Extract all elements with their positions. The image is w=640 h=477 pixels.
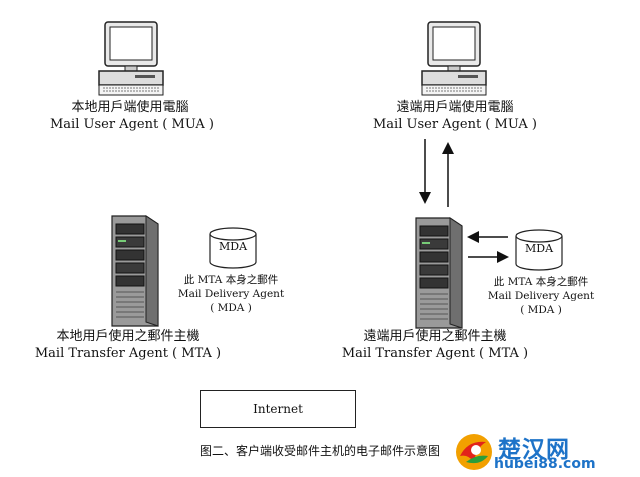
remote-mua-line2: Mail User Agent ( MUA ) xyxy=(373,117,537,132)
remote-mua-label: 遠端用戶端使用電腦 Mail User Agent ( MUA ) xyxy=(360,99,550,133)
local-mda-disk: MDA xyxy=(208,226,258,270)
local-mta-label: 本地用戶使用之郵件主機 Mail Transfer Agent ( MTA ) xyxy=(28,328,228,362)
local-mda-disk-label: MDA xyxy=(218,240,248,253)
local-mda-label: 此 MTA 本身之郵件 Mail Delivery Agent ( MDA ) xyxy=(166,273,296,315)
remote-mda-disk: MDA xyxy=(514,228,564,272)
watermark-brand: 楚汉网 xyxy=(498,437,570,463)
remote-mda-line3: ( MDA ) xyxy=(520,304,562,316)
remote-mda-line1: 此 MTA 本身之郵件 xyxy=(493,276,589,288)
internet-box: Internet xyxy=(200,390,356,428)
remote-mua-line1: 遠端用戶端使用電腦 xyxy=(396,100,514,115)
local-mda-disk-icon xyxy=(209,227,257,269)
local-mda-line1: 此 MTA 本身之郵件 xyxy=(183,274,279,286)
local-mda-line2: Mail Delivery Agent xyxy=(177,288,285,300)
watermark-url: hubei88.com xyxy=(494,456,596,472)
local-mta-line1: 本地用戶使用之郵件主機 xyxy=(56,329,200,344)
remote-mta-label: 遠端用戶使用之郵件主機 Mail Transfer Agent ( MTA ) xyxy=(330,328,540,362)
remote-mda-line2: Mail Delivery Agent xyxy=(487,290,595,302)
local-mda-line3: ( MDA ) xyxy=(210,302,252,314)
remote-computer-icon xyxy=(421,21,487,96)
mta-mda-arrows xyxy=(467,231,509,263)
local-mua-label: 本地用戶端使用電腦 Mail User Agent ( MUA ) xyxy=(50,99,214,133)
watermark-logo-icon xyxy=(456,434,492,470)
local-mta-line2: Mail Transfer Agent ( MTA ) xyxy=(34,346,222,361)
local-computer-icon xyxy=(98,21,164,96)
remote-mta-line2: Mail Transfer Agent ( MTA ) xyxy=(341,346,529,361)
local-server-icon xyxy=(111,215,159,327)
local-mua-line1: 本地用戶端使用電腦 xyxy=(71,100,189,115)
mua-mta-arrows xyxy=(419,139,454,207)
figure-caption: 图二、客户端收受邮件主机的电子邮件示意图 xyxy=(199,444,440,458)
local-mua-line2: Mail User Agent ( MUA ) xyxy=(50,117,214,132)
internet-label: Internet xyxy=(253,402,303,416)
remote-mda-disk-icon xyxy=(515,229,563,271)
remote-mda-label: 此 MTA 本身之郵件 Mail Delivery Agent ( MDA ) xyxy=(476,275,606,317)
remote-mda-disk-label: MDA xyxy=(524,242,554,255)
remote-server-icon xyxy=(415,217,463,329)
watermark: 楚汉网 hubei88.com xyxy=(454,430,634,474)
remote-mta-line1: 遠端用戶使用之郵件主機 xyxy=(363,329,507,344)
